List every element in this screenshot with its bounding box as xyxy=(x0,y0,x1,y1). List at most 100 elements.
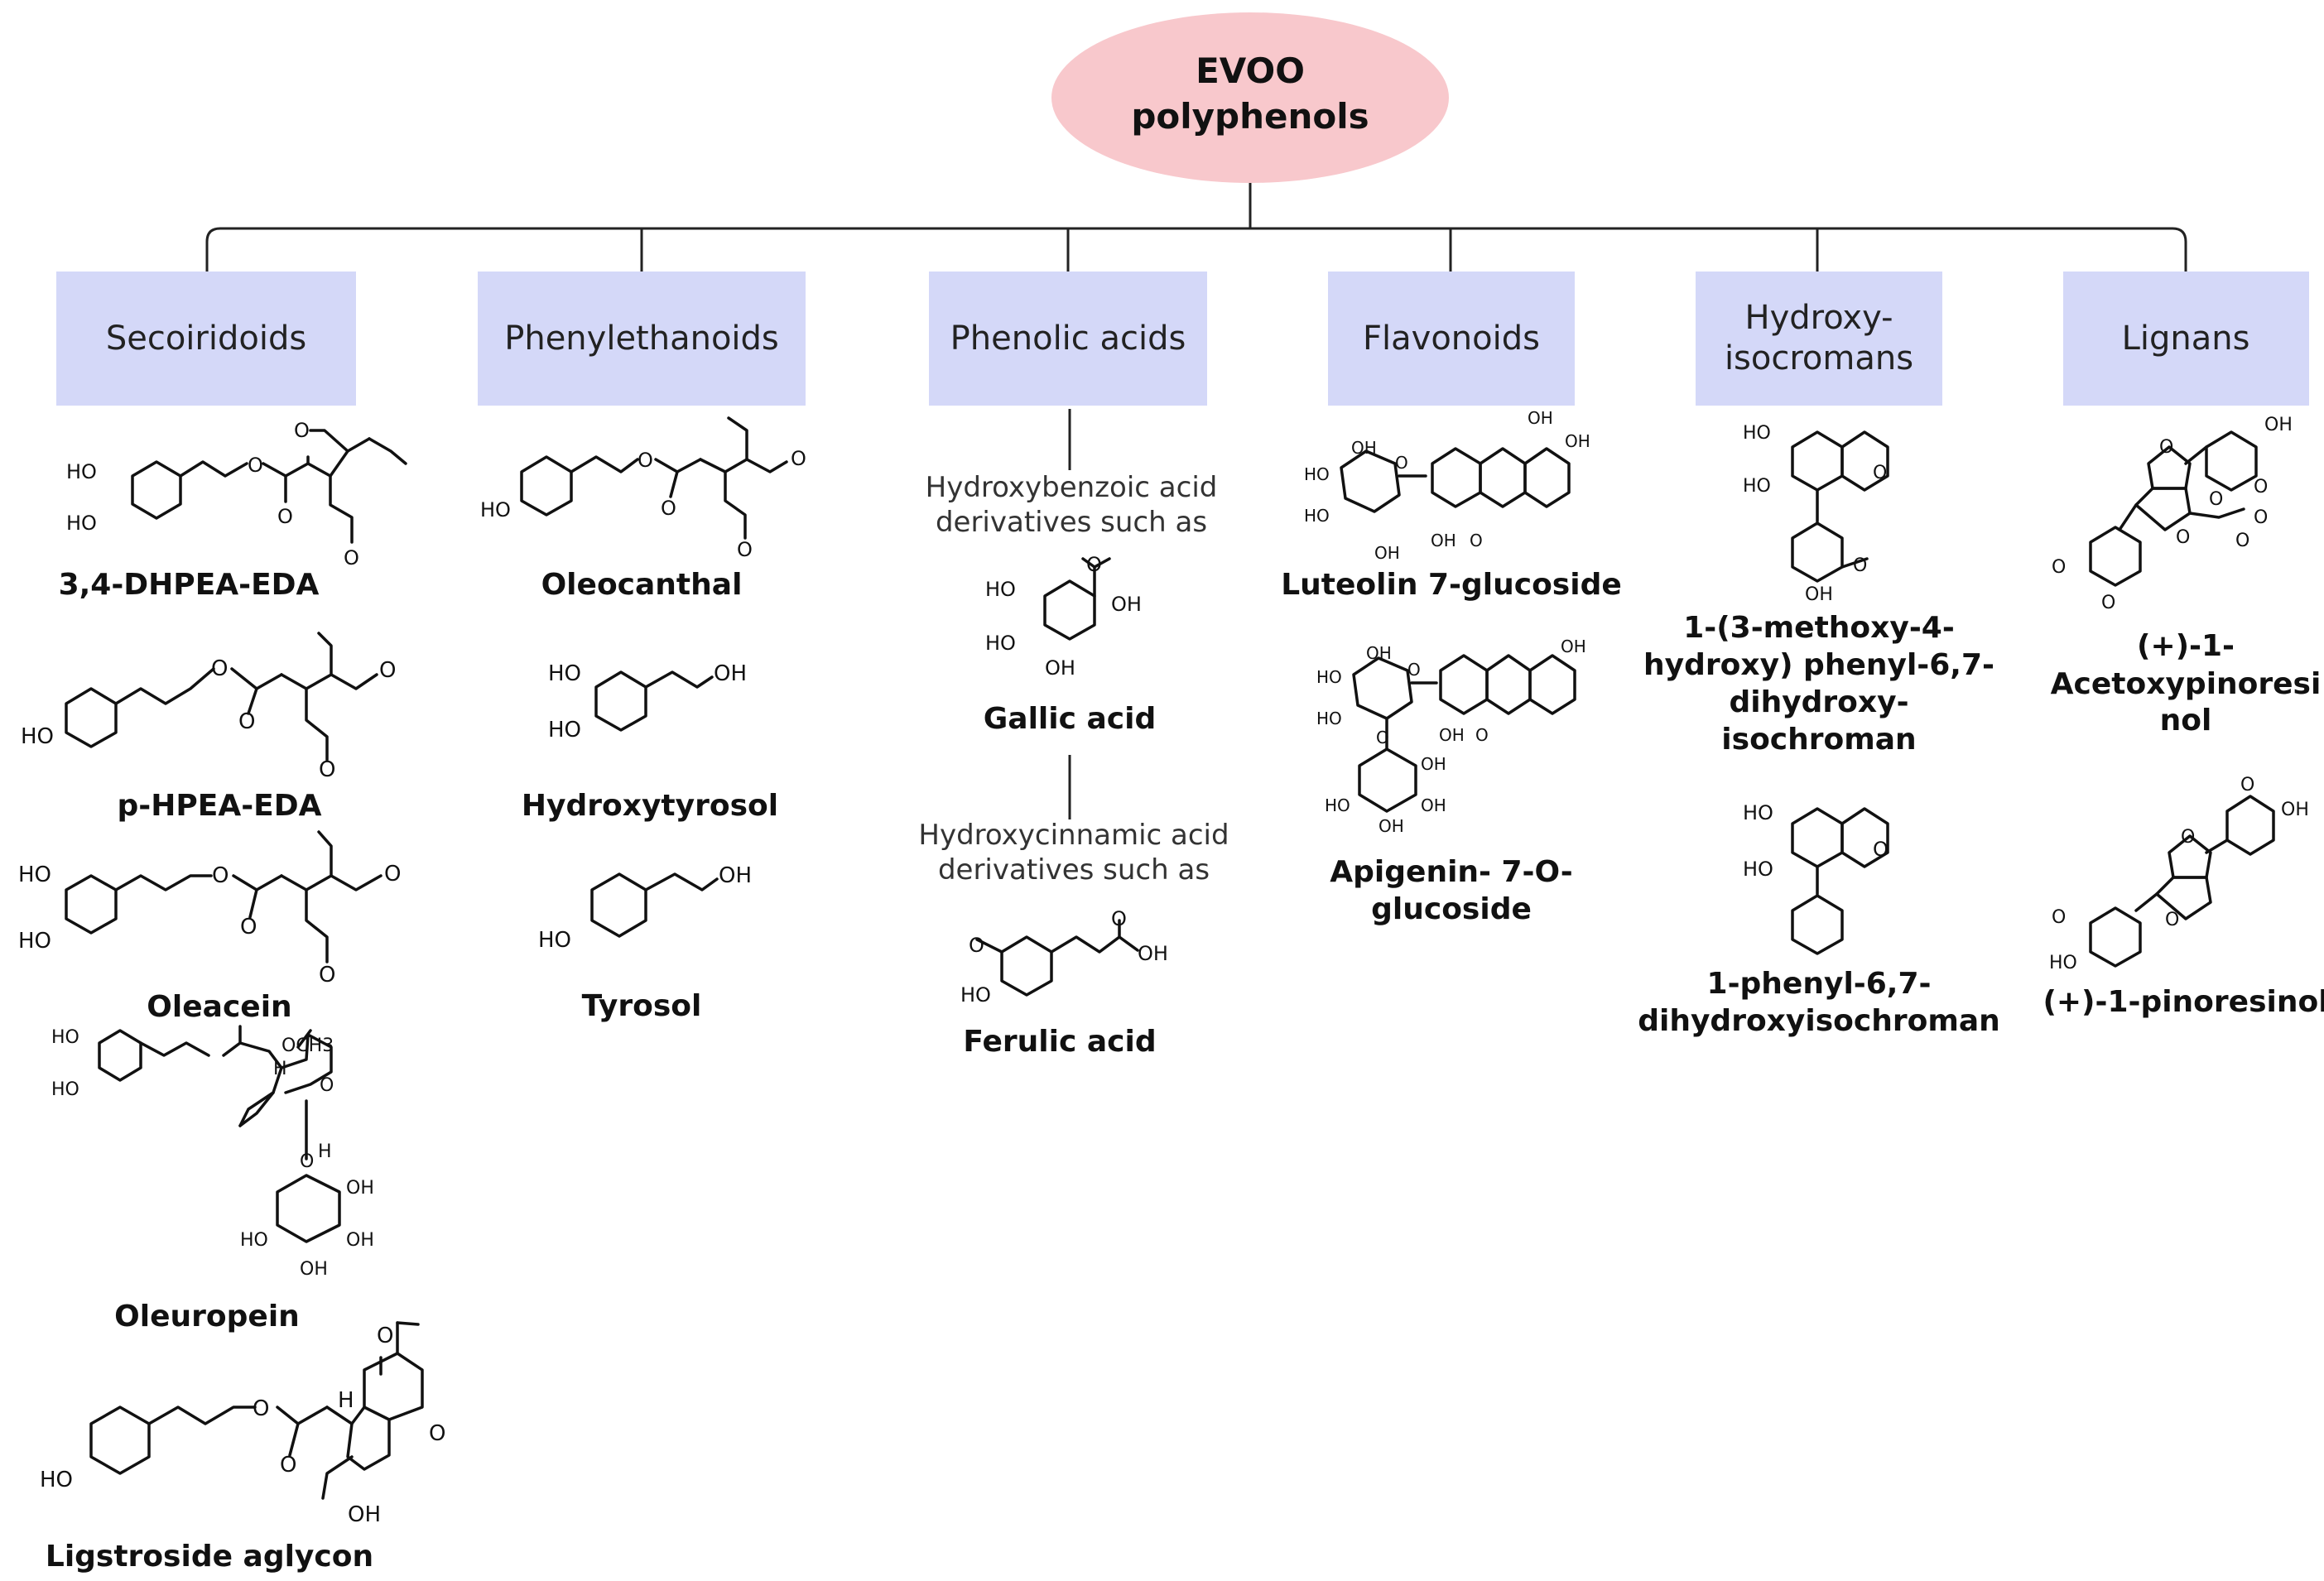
compound-isochroman-1-line4: isochroman xyxy=(1721,723,1916,757)
category-label: Flavonoids xyxy=(1363,320,1540,358)
category-secoiridoids: Secoiridoids xyxy=(56,272,356,406)
atom-o: O xyxy=(212,863,229,888)
atom-ho: HO xyxy=(1743,476,1771,497)
atom-oh: OH xyxy=(1379,816,1404,836)
atom-oh: OH xyxy=(1421,754,1446,774)
compound-isochroman-2-line2: dihydroxyisochroman xyxy=(1638,1004,2000,1038)
atom-o: O xyxy=(2235,531,2249,551)
atom-oh: OH xyxy=(1431,531,1456,550)
category-label-line2: isocromans xyxy=(1725,339,1913,377)
structure-oleocanthal: HO O O O O xyxy=(480,416,806,561)
tree-connectors xyxy=(205,183,2187,272)
atom-o: O xyxy=(280,1453,296,1478)
atom-oh: OH xyxy=(1528,408,1553,428)
atom-ho: HO xyxy=(548,718,581,742)
compound-luteolin-7-glucoside: Luteolin 7-glucoside xyxy=(1281,568,1622,602)
atom-o: O xyxy=(1853,555,1867,576)
atom-ho: HO xyxy=(480,498,511,521)
atom-oh: OH xyxy=(1561,637,1586,656)
atom-h: H xyxy=(338,1388,354,1413)
atom-o: O xyxy=(1111,907,1127,930)
atom-o: O xyxy=(1470,531,1483,550)
atom-ho: HO xyxy=(51,1079,79,1100)
structure-luteolin-7-glucoside: HO HO OH OH O OH O OH OH xyxy=(1304,408,1590,563)
atom-oh: OH xyxy=(2264,415,2293,435)
atom-o: O xyxy=(319,963,335,988)
atom-oh: OH xyxy=(1351,438,1377,458)
atom-h: H xyxy=(273,1059,287,1079)
atom-o: O xyxy=(2181,827,2195,848)
category-label: Lignans xyxy=(2122,320,2250,358)
compound-isochroman-1-line3: dihydroxy- xyxy=(1729,685,1908,719)
atom-ho: HO xyxy=(985,578,1016,601)
atom-o: O xyxy=(253,1396,269,1421)
atom-o: O xyxy=(2240,775,2254,795)
structure-p-hpea-eda: HO O O O O xyxy=(21,632,396,782)
root-label-line2: polyphenols xyxy=(1131,96,1369,137)
atom-o: O xyxy=(791,447,806,470)
category-label: Phenolic acids xyxy=(950,320,1186,358)
atom-ho: HO xyxy=(1743,801,1773,824)
structure-3-4-dhpea-eda: HO HO O O O O xyxy=(66,419,407,569)
atom-ocH3: OCH3 xyxy=(281,1036,334,1056)
atom-o: O xyxy=(2052,907,2066,928)
atom-oh: OH xyxy=(2281,800,2309,820)
structure-pinoresinol: O OH O O O HO xyxy=(2049,775,2309,973)
atom-oh: OH xyxy=(1439,725,1465,745)
atom-oh: OH xyxy=(719,863,752,888)
atom-o: O xyxy=(1376,728,1389,747)
atom-oh: OH xyxy=(346,1230,374,1251)
atom-ho: HO xyxy=(985,632,1016,655)
structure-ligstroside-aglycon: HO O O O O H OH xyxy=(40,1321,445,1527)
compound-tyrosol: Tyrosol xyxy=(582,989,702,1023)
atom-o: O xyxy=(429,1421,445,1446)
structure-oleuropein: HO HO OCH3 O O H H OH OH HO OH xyxy=(51,1025,374,1280)
structure-ferulic-acid: O HO O OH xyxy=(960,907,1168,1007)
atom-ho: HO xyxy=(66,512,97,535)
atom-oh: OH xyxy=(300,1259,328,1280)
atom-oh: OH xyxy=(346,1178,374,1199)
category-flavonoids: Flavonoids xyxy=(1328,272,1575,406)
note-hydroxybenzoic-line1: Hydroxybenzoic acid xyxy=(926,471,1218,504)
atom-ho: HO xyxy=(40,1468,73,1492)
atom-o: O xyxy=(1407,660,1421,680)
atom-o: O xyxy=(277,505,293,528)
atom-o: O xyxy=(344,546,359,569)
structure-gallic-acid: HO HO OH OH O xyxy=(985,553,1142,680)
atom-o: O xyxy=(248,454,263,477)
atom-oh: OH xyxy=(1111,593,1142,616)
atom-o: O xyxy=(238,709,255,734)
atom-o: O xyxy=(661,497,676,520)
atom-ho: HO xyxy=(960,983,991,1007)
atom-o: O xyxy=(2176,527,2190,548)
compound-oleuropein: Oleuropein xyxy=(114,1300,300,1334)
structure-oleacein: HO HO O O O O xyxy=(18,830,401,988)
compound-pinoresinol: (+)-1-pinoresinol xyxy=(2043,985,2324,1019)
compound-apigenin-line1: Apigenin- 7-O- xyxy=(1330,855,1572,889)
root-node: EVOO polyphenols xyxy=(1051,12,1449,183)
atom-o: O xyxy=(320,1075,334,1096)
atom-o: O xyxy=(1873,838,1889,861)
category-label: Secoiridoids xyxy=(106,320,306,358)
compound-gallic-acid: Gallic acid xyxy=(984,702,1156,736)
atom-o: O xyxy=(377,1324,393,1348)
category-lignans: Lignans xyxy=(2063,272,2309,406)
atom-o: O xyxy=(737,538,753,561)
note-hydroxycinnamic-line2: derivatives such as xyxy=(938,853,1210,887)
atom-o: O xyxy=(2254,507,2268,528)
atom-o: O xyxy=(379,658,396,683)
atom-o: O xyxy=(2209,489,2223,510)
root-label-line1: EVOO xyxy=(1196,50,1305,91)
atom-ho: HO xyxy=(51,1027,79,1048)
atom-ho: HO xyxy=(240,1230,268,1251)
atom-o: O xyxy=(2052,557,2066,578)
atom-ho: HO xyxy=(1304,464,1330,484)
structure-acetoxypinoresinol: OH O O O O O O O O xyxy=(2052,415,2293,613)
atom-ho: HO xyxy=(18,863,51,887)
atom-o: O xyxy=(2165,910,2179,930)
atom-oh: OH xyxy=(1138,942,1168,965)
atom-ho: HO xyxy=(1325,795,1350,815)
structure-tyrosol: HO OH xyxy=(538,863,752,953)
atom-o: O xyxy=(294,419,310,442)
atom-oh: OH xyxy=(1565,431,1590,451)
